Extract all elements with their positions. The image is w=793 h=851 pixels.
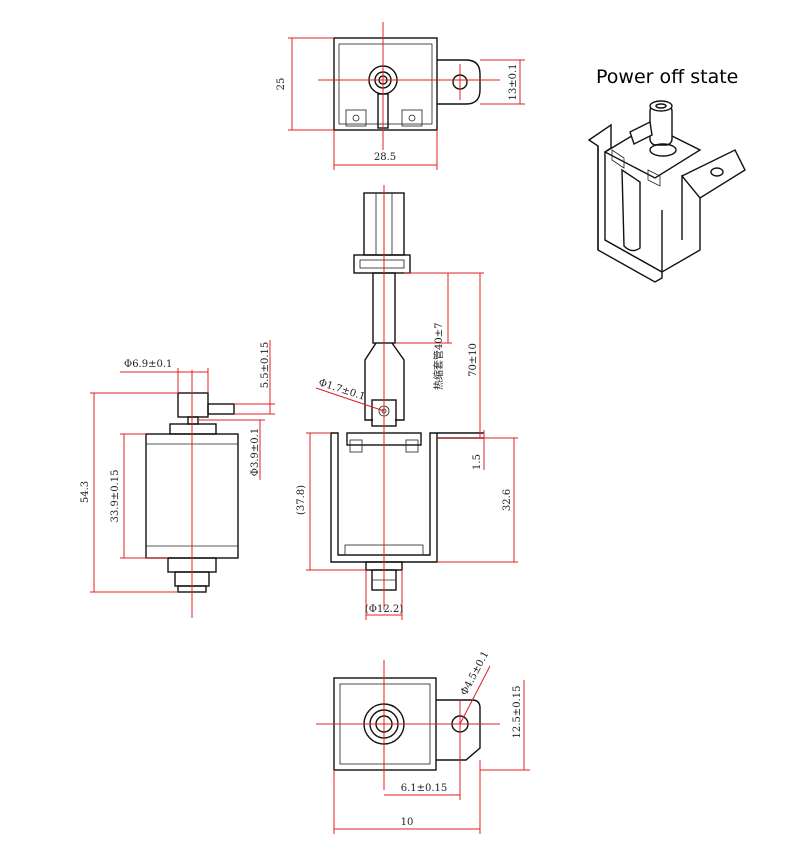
isometric-view	[587, 100, 746, 283]
side-gap-dim: 5.5±0.15	[260, 342, 271, 389]
front-view	[306, 185, 518, 620]
side-total-height-dim: 54.3	[80, 481, 91, 503]
top-offset-dim: 13±0.1	[508, 63, 519, 100]
bottom-view	[316, 660, 530, 834]
top-view	[288, 22, 525, 170]
top-width-dim: 28.5	[374, 152, 396, 163]
front-hole-dim: Φ1.7±0.1	[317, 377, 366, 402]
side-top-dia-dim: Φ6.9±0.1	[124, 359, 172, 370]
power-off-title: Power off state	[596, 66, 738, 88]
sleeve-dim: 热缩套管40±7	[432, 323, 445, 390]
side-view	[90, 340, 275, 618]
front-bottom-dia-dim: (Φ12.2)	[365, 604, 403, 615]
bottom-offset-h-dim: 6.1±0.15	[401, 783, 448, 794]
side-body-height-dim: 33.9±0.15	[110, 470, 121, 523]
front-height-left-dim: (37.8)	[296, 485, 307, 515]
bottom-width-dim: 10	[401, 817, 414, 828]
side-shaft-dia-dim: Φ3.9±0.1	[250, 428, 261, 476]
bottom-offset-v-dim: 12.5±0.15	[512, 686, 523, 739]
front-height-right-dim: 32.6	[502, 489, 513, 511]
plate-thk-dim: 1.5	[472, 454, 483, 470]
top-height-dim: 25	[276, 78, 287, 91]
lead-length-dim: 70±10	[468, 343, 479, 377]
